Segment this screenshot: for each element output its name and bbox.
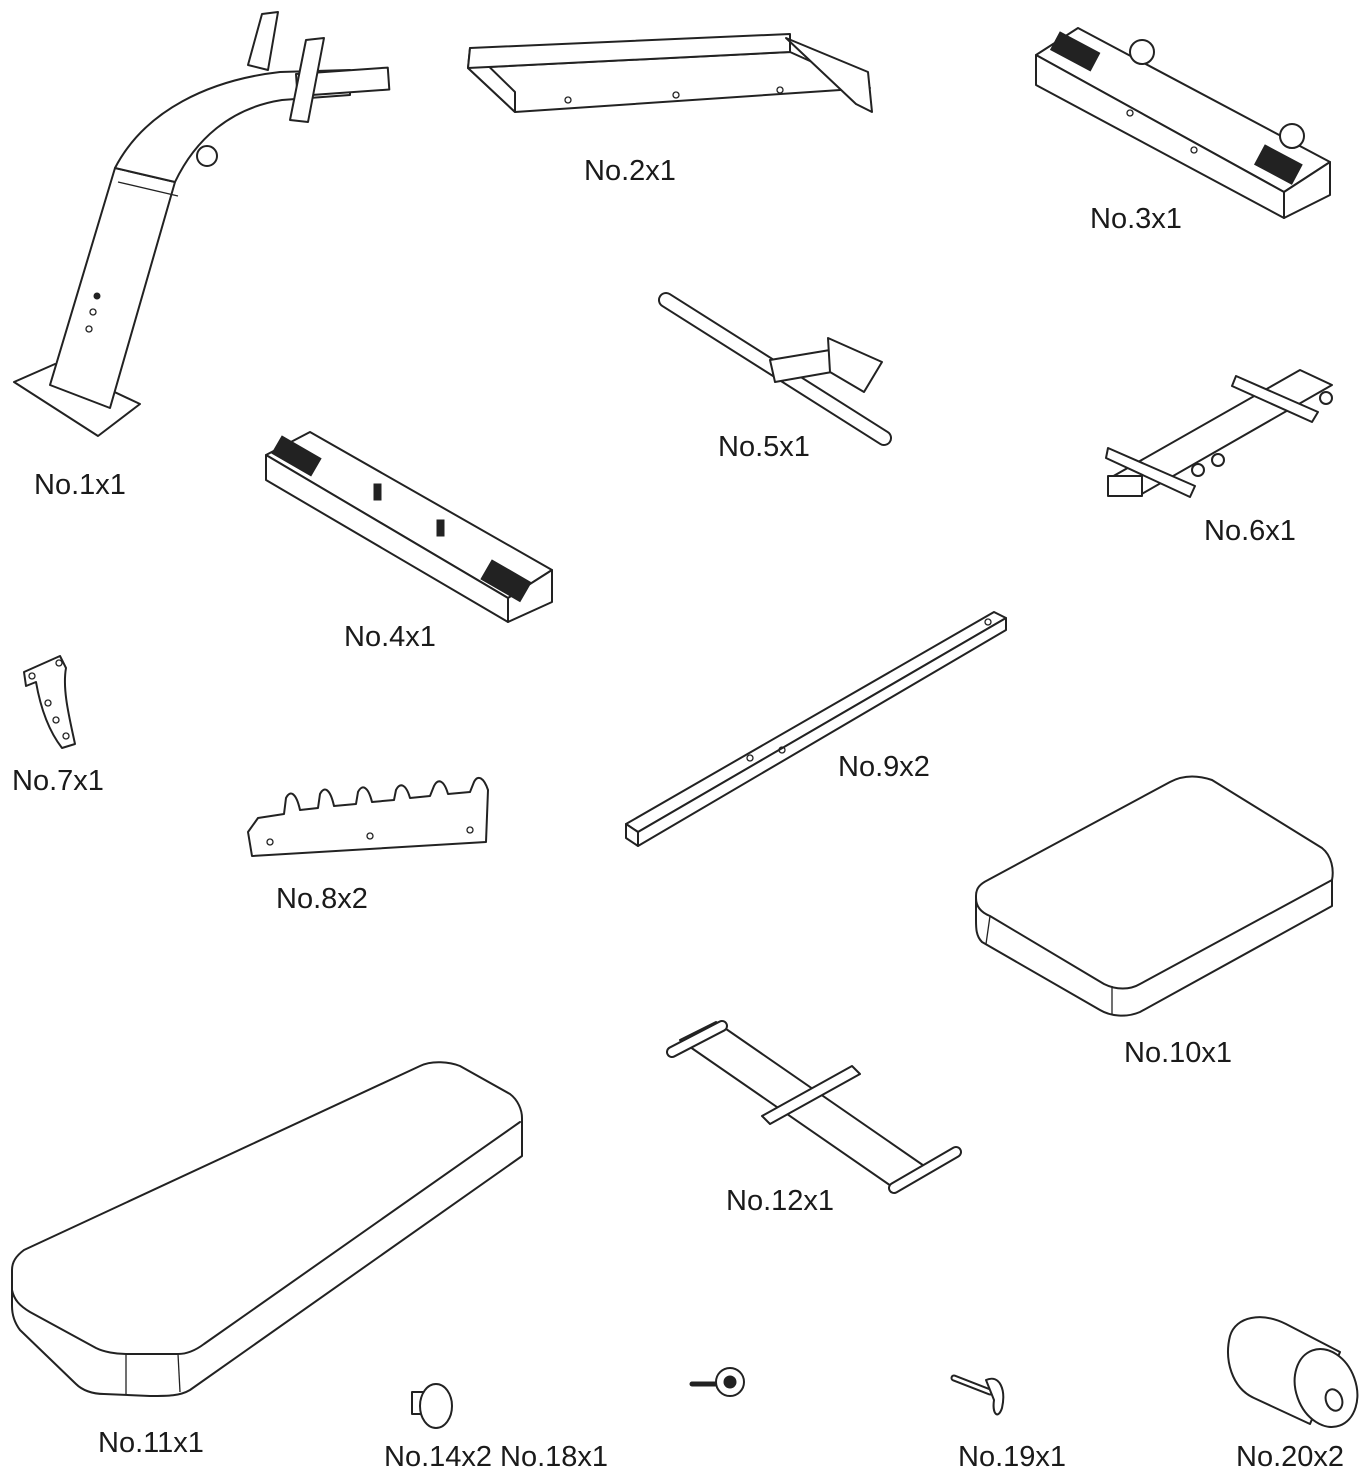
part-3-label: No.3x1	[1090, 203, 1182, 235]
part-14-label: No.14x2	[384, 1441, 492, 1473]
part-4-stabilizer-drawing	[266, 432, 552, 622]
part-14-endcap-drawing	[412, 1384, 452, 1428]
part-18-knob-drawing	[692, 1368, 744, 1396]
part-5-label: No.5x1	[718, 431, 810, 463]
part-3-stabilizer-drawing	[1036, 28, 1330, 218]
part-9-label: No.9x2	[838, 751, 930, 783]
part-10-seat-drawing	[976, 777, 1333, 1016]
part-12-rollerbar-drawing	[672, 1022, 956, 1188]
part-6-bracket-drawing	[1106, 370, 1332, 497]
part-4-label: No.4x1	[344, 621, 436, 653]
part-8-rack-drawing	[248, 778, 488, 856]
part-11-label: No.11x1	[98, 1427, 204, 1459]
part-20-label: No.20x2	[1236, 1441, 1344, 1473]
part-18-label: No.18x1	[500, 1441, 608, 1473]
part-2-tube-drawing	[468, 34, 872, 112]
part-7-plate-drawing	[24, 656, 75, 748]
part-2-label: No.2x1	[584, 155, 676, 187]
part-1-upright-drawing	[14, 12, 389, 436]
part-19-pin-drawing	[954, 1378, 1003, 1414]
part-8-label: No.8x2	[276, 883, 368, 915]
part-5-bar-drawing	[666, 300, 884, 438]
part-6-label: No.6x1	[1204, 515, 1296, 547]
part-12-label: No.12x1	[726, 1185, 834, 1217]
part-11-backrest-drawing	[12, 1062, 522, 1396]
part-19-label: No.19x1	[958, 1441, 1066, 1473]
part-7-label: No.7x1	[12, 765, 104, 797]
part-9-bar-drawing	[626, 612, 1006, 846]
part-20-roller-drawing	[1228, 1317, 1368, 1436]
part-1-label: No.1x1	[34, 469, 126, 501]
part-10-label: No.10x1	[1124, 1037, 1232, 1069]
